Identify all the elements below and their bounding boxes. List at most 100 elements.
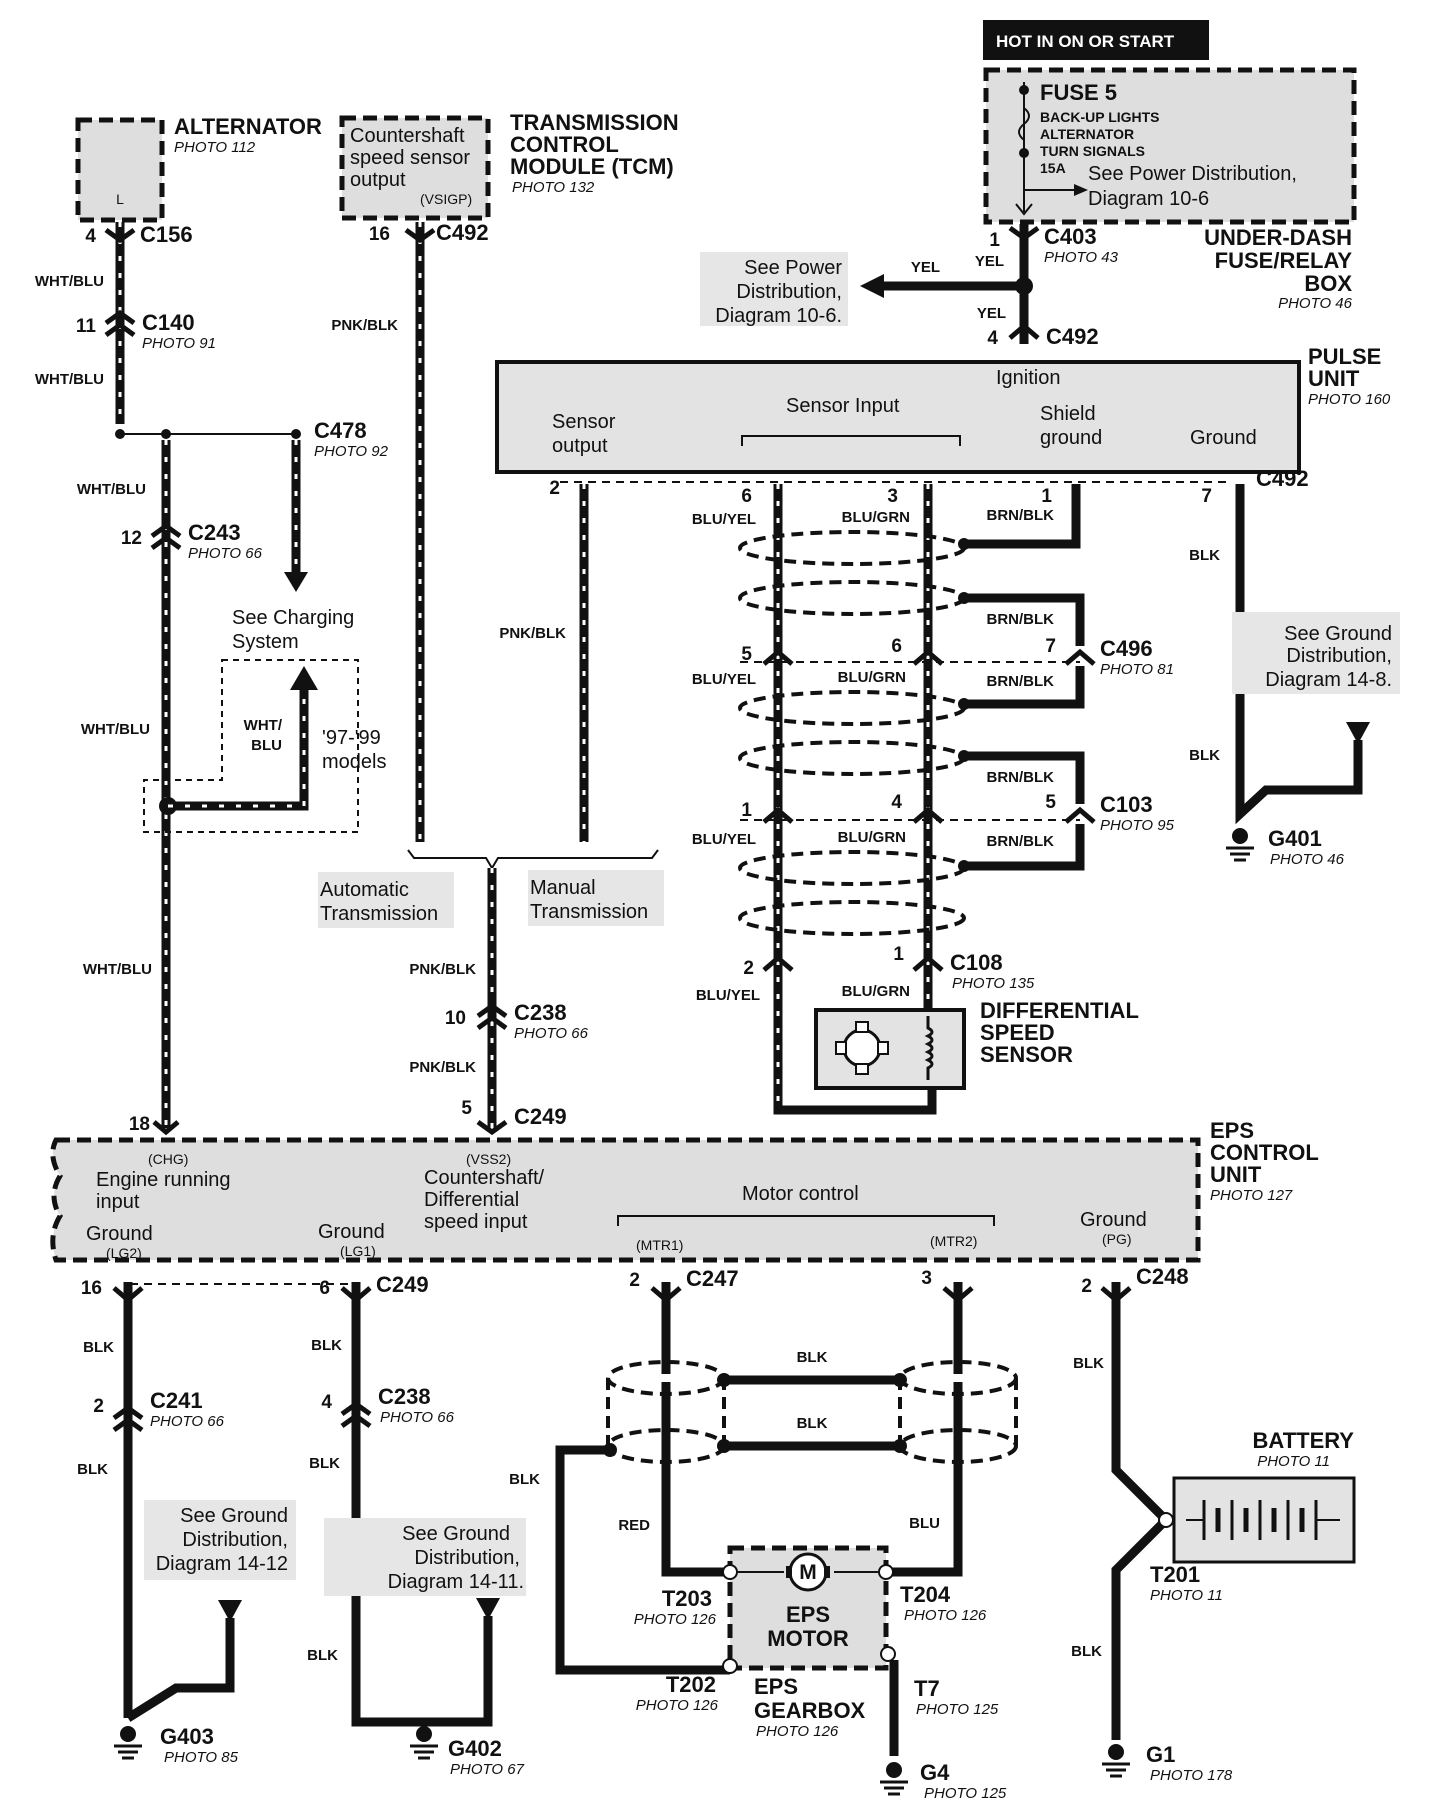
g401-label: G401 [1268,826,1322,851]
blk-pulse-1: BLK [1189,547,1220,564]
t204-photo: PHOTO 126 [904,1607,987,1624]
see-ground-1412-3: Diagram 14-12 [156,1553,288,1575]
blk-lg1-2: BLK [309,1455,340,1472]
brn-blk-4: BRN/BLK [987,769,1055,786]
blk-battery-1: BLK [1073,1355,1104,1372]
manual-trans-2: Transmission [530,901,648,923]
pnk-blk-2: PNK/BLK [499,625,566,642]
eps-vss2: (VSS2) [466,1151,511,1167]
alternator-photo: PHOTO 112 [174,139,256,156]
see-ground-1412-1: See Ground [180,1505,288,1527]
fuse-rating: 15A [1040,160,1066,176]
battery-photo: PHOTO 11 [1257,1453,1330,1470]
ground-g403-symbol [114,1726,142,1760]
fuse-box-name-1: UNDER-DASH [1204,225,1352,250]
pulse-pin-7: 7 [1201,486,1212,507]
fuse-circuit-1: BACK-UP LIGHTS [1040,109,1160,125]
blk-battery-2: BLK [1071,1643,1102,1660]
c241-pin: 2 [93,1396,104,1417]
c103-pin-5: 5 [1045,792,1056,813]
c496-pin-7: 7 [1045,636,1056,657]
tcm-box [339,115,491,221]
eps-pin-2-pg: 2 [1081,1276,1092,1297]
g402-photo: PHOTO 67 [450,1761,525,1778]
tcm-signal: (VSIGP) [420,191,472,207]
c238-pin-bottom: 4 [321,1392,332,1413]
manual-trans-note-box [528,870,664,926]
wht-wire: WHT/ [244,717,283,734]
see-ground-148-3: Diagram 14-8. [1265,669,1392,691]
blu-grn-4: BLU/GRN [842,983,910,1000]
eps-ground-lg2: Ground [86,1223,153,1245]
wht-blu-1: WHT/BLU [35,273,104,290]
see-ground-1411-3: Diagram 14-11. [388,1571,524,1593]
tcm-photo: PHOTO 132 [512,179,595,196]
eps-unit-name-3: UNIT [1210,1162,1262,1187]
eps-ground-lg1: Ground [318,1221,385,1243]
pulse-pin-6: 6 [741,486,752,507]
blk-pulse-2: BLK [1189,747,1220,764]
pulse-unit-name-2: UNIT [1308,366,1360,391]
blk-lg1-1: BLK [311,1337,342,1354]
c492-pin-4: 4 [987,328,998,349]
eps-chg: (CHG) [148,1151,188,1167]
c238-pin: 10 [445,1008,466,1029]
pnk-blk-3: PNK/BLK [409,961,476,978]
see-charging-1: See Charging [232,607,354,629]
blk-shield-2: BLK [797,1415,828,1432]
auto-trans-note-box [318,872,454,928]
yel-wire-2: YEL [911,259,940,276]
blk-gearbox: BLK [509,1471,540,1488]
pulse-pin-3: 3 [887,486,898,507]
eps-pin-16: 16 [81,1278,102,1299]
t204-label: T204 [900,1582,951,1607]
see-ground-1412-box [144,1500,296,1580]
eps-engine-running-1: Engine running [96,1169,231,1191]
fuse-box-name-2: FUSE/RELAY [1215,248,1353,273]
c140-photo: PHOTO 91 [142,335,216,352]
eps-pin-6: 6 [319,1278,330,1299]
eps-countershaft-1: Countershaft/ [424,1167,545,1189]
models-2: models [322,751,386,773]
tcm-name-2: CONTROL [510,132,619,157]
pulse-sensor-input: Sensor Input [786,395,900,417]
eps-pin-5: 5 [461,1098,472,1119]
tcm-name-3: MODULE (TCM) [510,154,674,179]
g1-photo: PHOTO 178 [1150,1767,1233,1784]
blu-wire-short: BLU [251,737,282,754]
c492-label-top: C492 [1046,324,1099,349]
tcm-pin-16: 16 [369,224,390,245]
gearbox-photo: PHOTO 126 [756,1723,839,1740]
blu-yel-4: BLU/YEL [696,987,760,1004]
auto-trans-1: Automatic [320,879,409,901]
tcm-box-text-3: output [350,169,406,191]
see-ground-148-box [1232,612,1400,694]
eps-mtr2: (MTR2) [930,1233,977,1249]
eps-lg1: (LG1) [340,1243,376,1259]
see-power-note-3: Diagram 10-6. [715,305,842,327]
c496-pin-6: 6 [891,636,902,657]
blk-lg1-3: BLK [307,1647,338,1664]
pulse-pin-1: 1 [1041,486,1052,507]
c140-pin: 11 [76,316,97,337]
c249-label-bottom: C249 [376,1272,429,1297]
g401-photo: PHOTO 46 [1270,851,1345,868]
pulse-pin-2: 2 [549,478,560,499]
t202-photo: PHOTO 126 [636,1697,719,1714]
eps-countershaft-2: Differential [424,1189,519,1211]
brn-blk-5: BRN/BLK [987,833,1055,850]
eps-unit-photo: PHOTO 127 [1210,1187,1293,1204]
blk-lg2-2: BLK [77,1461,108,1478]
eps-motor-control: Motor control [742,1183,859,1205]
tcm-name-1: TRANSMISSION [510,110,679,135]
g402-label: G402 [448,1736,502,1761]
c478-photo: PHOTO 92 [314,443,389,460]
tcm-box-text-1: Countershaft [350,125,465,147]
c238-photo-bottom: PHOTO 66 [380,1409,455,1426]
eps-unit-name-2: CONTROL [1210,1140,1319,1165]
fuse-see-text-2: Diagram 10-6 [1088,188,1209,210]
battery-cells [1186,1500,1340,1540]
c249-label-top: C249 [514,1104,567,1129]
fuse-label: FUSE 5 [1040,80,1117,105]
gearbox-name-2: GEARBOX [754,1698,866,1723]
